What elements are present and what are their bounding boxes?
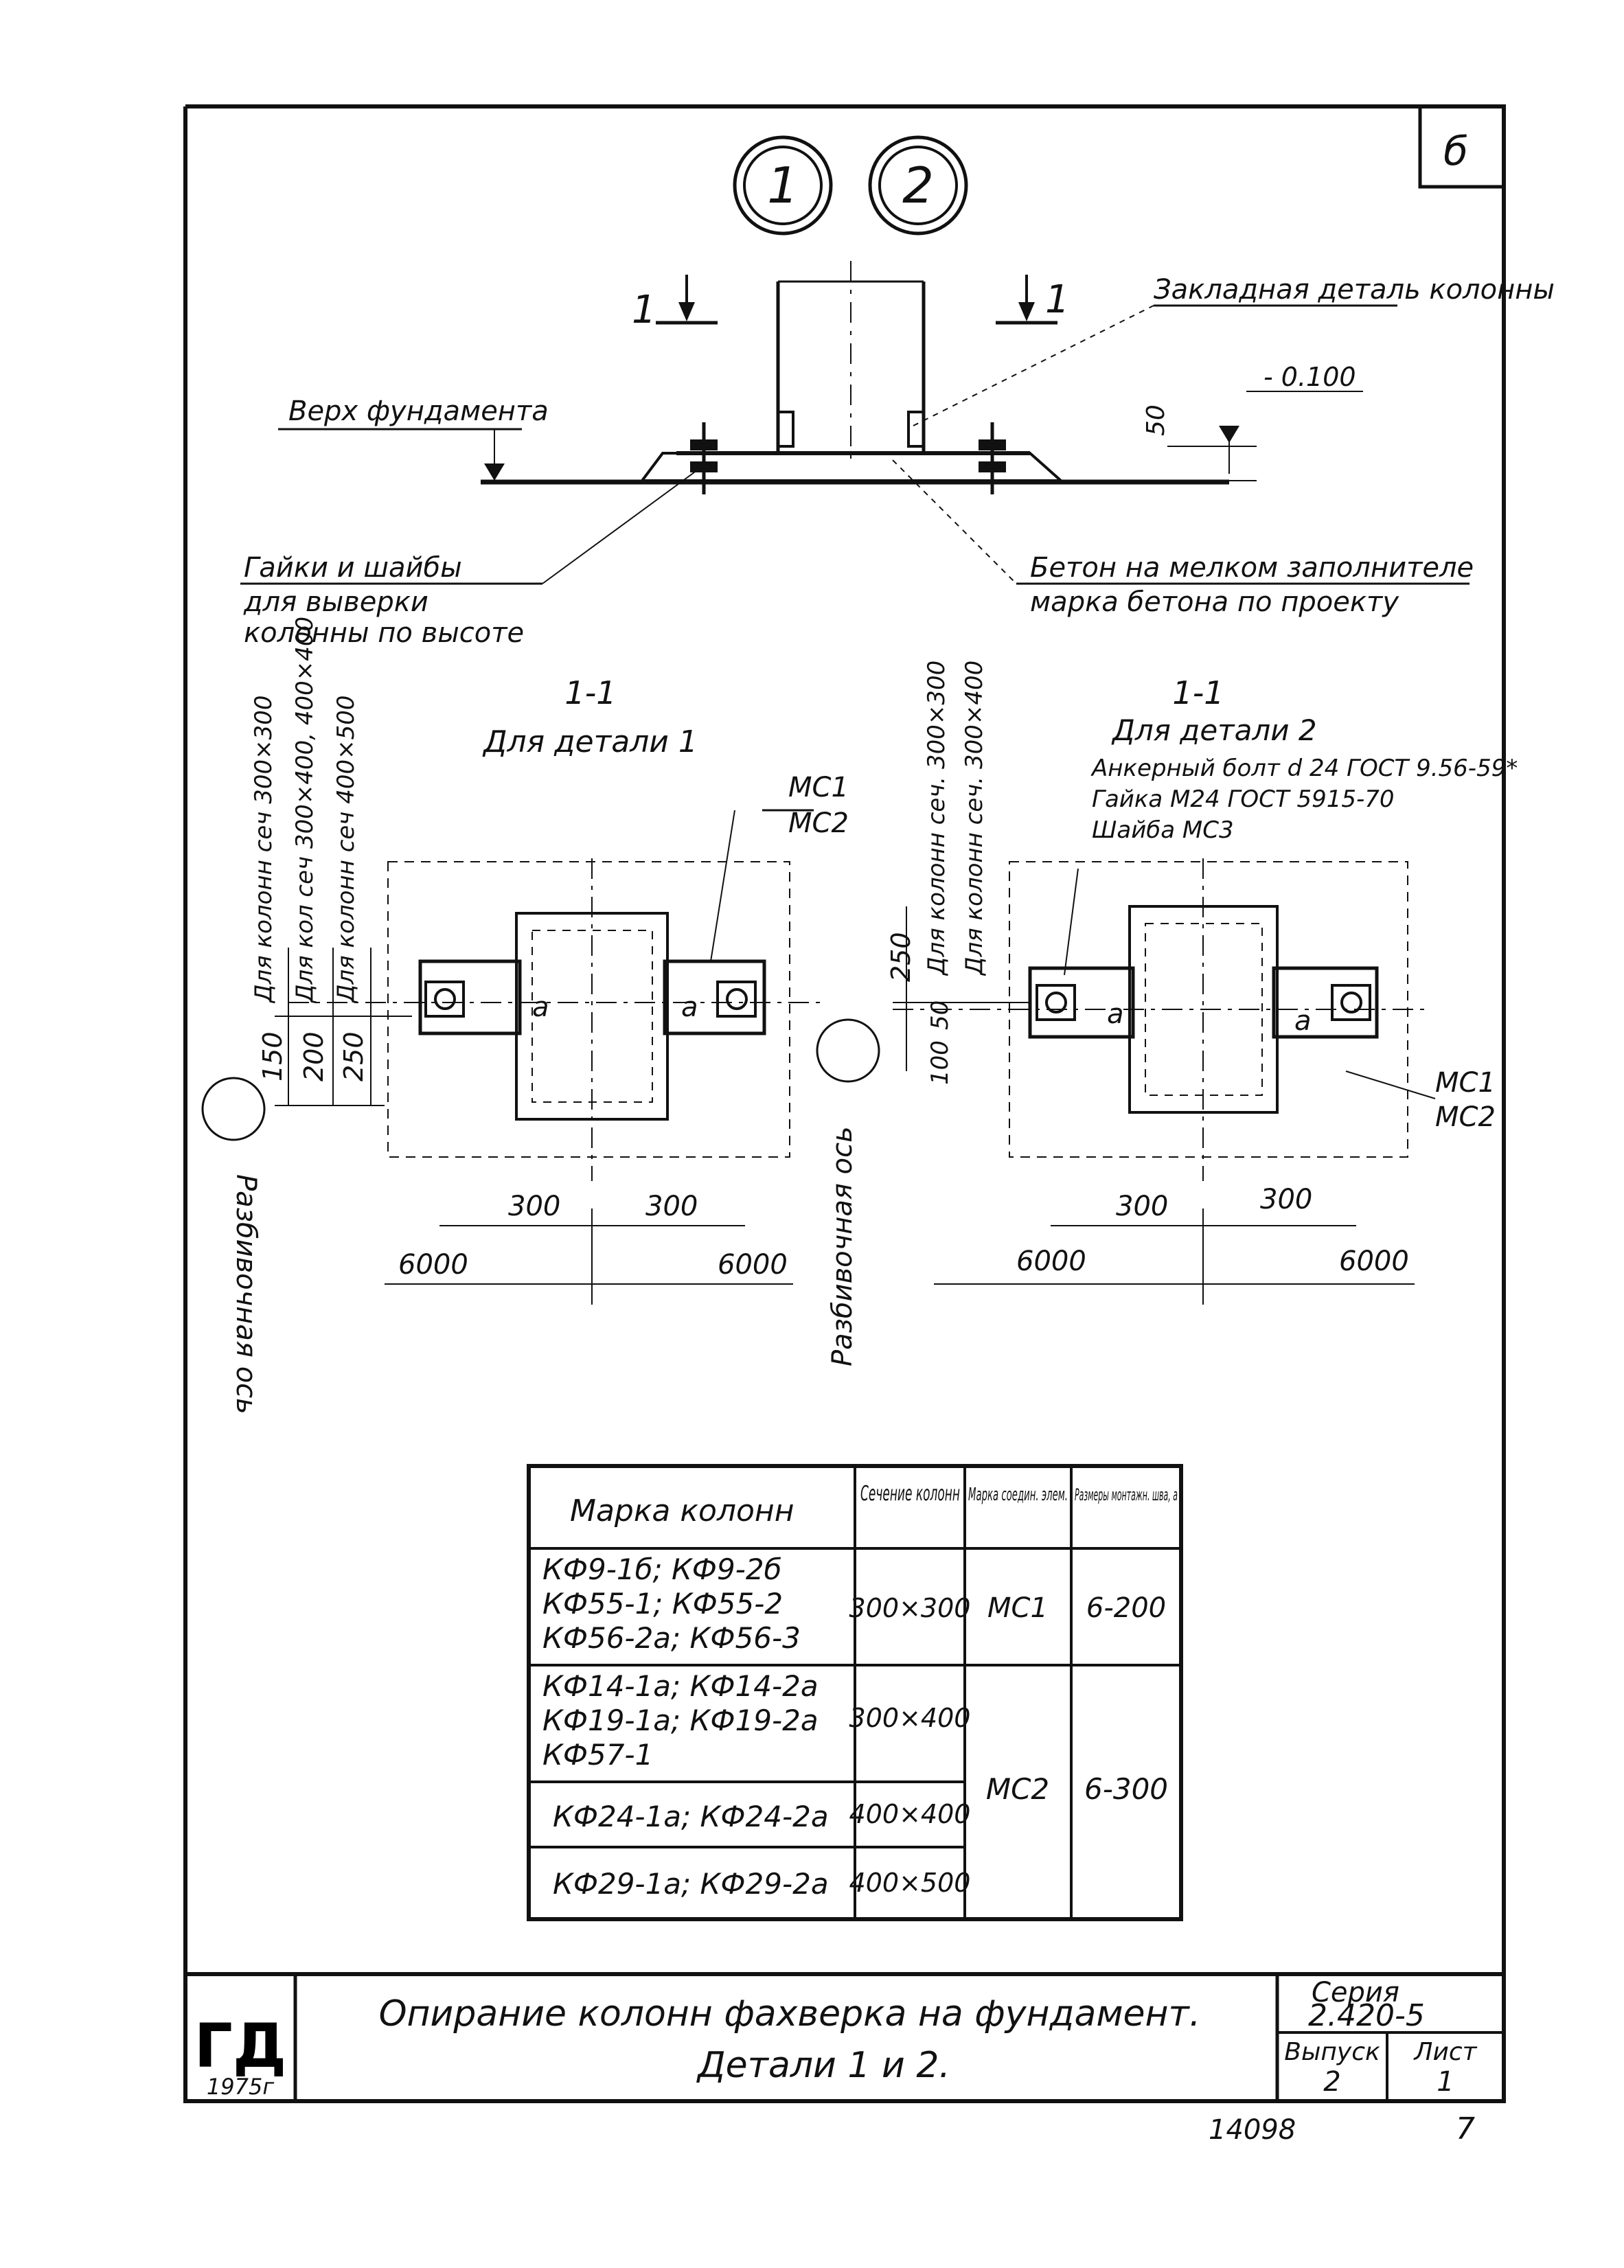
- plan-left-note-2: Для кол сеч 300×400, 400×400: [291, 617, 319, 1004]
- plan-left-subtitle: Для детали 1: [482, 724, 698, 759]
- logo-gd: ГД: [194, 2011, 286, 2081]
- plan-left-title: 1-1: [564, 674, 616, 711]
- foundation-top-label: Верх фундамента: [288, 396, 549, 427]
- plan-left-a-2: а: [681, 992, 698, 1023]
- doc-number: 14098: [1209, 2114, 1296, 2146]
- table-row2-section: 300×400: [849, 1703, 971, 1733]
- table-row1-element: МС1: [987, 1592, 1048, 1624]
- plan-right-note-1: Для колонн сеч. 300×300: [923, 661, 950, 976]
- section-mark-right: 1: [1045, 277, 1070, 322]
- plan-right-dim-100: 100: [926, 1040, 954, 1085]
- plan-right-a-1: а: [1107, 998, 1124, 1030]
- concrete-label-line1: Бетон на мелком заполнителе: [1030, 552, 1474, 584]
- svg-text:2: 2: [902, 157, 934, 214]
- plan-right-dim-250: 250: [886, 932, 916, 982]
- nuts-label-line2: для выверки: [243, 586, 428, 618]
- plan-right-note-2: Для колонн сеч. 300×400: [961, 661, 988, 976]
- table-row4-section: 400×500: [849, 1868, 971, 1898]
- table-row2-mark-1: КФ14-1а; КФ14-2а: [542, 1669, 819, 1703]
- embedded-part-label: Закладная деталь колонны: [1154, 274, 1555, 306]
- table-row1-seam: 6-200: [1086, 1592, 1166, 1624]
- title-block-grid: [185, 1972, 1504, 2101]
- table-row3-section: 400×400: [849, 1799, 971, 1829]
- plan-right-dim-50: 50: [926, 1000, 954, 1030]
- plan-right-dim-6000b: 6000: [1339, 1246, 1409, 1277]
- title-year: 1975г: [207, 2074, 274, 2100]
- plan-left-note-1: Для колонн сеч 300×300: [250, 696, 277, 1004]
- table-row3-mark: КФ24-1а; КФ24-2а: [553, 1800, 829, 1833]
- table-row4-mark: КФ29-1а; КФ29-2а: [553, 1867, 829, 1901]
- plan-right-axis-label: Разбивочная ось: [827, 1126, 858, 1366]
- plan-left-dim-6000a: 6000: [398, 1249, 468, 1281]
- plan-right-hardware-3: Шайба МС3: [1092, 816, 1234, 844]
- plan-right: [816, 858, 1436, 1305]
- detail-marker-2: 2: [868, 135, 968, 236]
- table-header-section: Сечение колонн: [860, 1482, 960, 1506]
- plan-left-note-3: Для колонн сеч 400×500: [332, 696, 360, 1004]
- plan-right-dim-6000a: 6000: [1016, 1246, 1086, 1277]
- plan-left-dim-300b: 300: [645, 1191, 698, 1222]
- plan-right-dim-300a: 300: [1116, 1191, 1168, 1222]
- plan-left-mc2: МС2: [788, 807, 849, 839]
- sheet-corner-mark: б: [1443, 128, 1468, 174]
- elevation-view: [240, 261, 1469, 585]
- table-row2-element: МС2: [986, 1772, 1049, 1806]
- plan-left-dim-300a: 300: [508, 1191, 560, 1222]
- nuts-label-line1: Гайки и шайбы: [244, 552, 462, 584]
- plan-left-a-1: а: [532, 992, 549, 1023]
- plan-left-axis-label: Разбивочная ось: [230, 1174, 262, 1414]
- anchor-bolt-right: [979, 422, 1006, 494]
- plan-right-title: 1-1: [1172, 674, 1224, 711]
- table-header-seam: Размеры монтажн. шва, а: [1075, 1485, 1178, 1504]
- sheet-frame: [183, 104, 1506, 2103]
- table-row1-mark-1: КФ9-1б; КФ9-2б: [542, 1553, 781, 1586]
- plan-left: [201, 809, 824, 1305]
- plan-right-mc2: МС2: [1435, 1101, 1496, 1133]
- level-label: - 0.100: [1263, 362, 1356, 392]
- table-header-element: Марка соедин. элем.: [968, 1485, 1068, 1505]
- plan-right-a-2: а: [1294, 1005, 1312, 1037]
- title-line-2: Детали 1 и 2.: [696, 2045, 950, 2086]
- table-header-mark: Марка колонн: [570, 1493, 794, 1528]
- plan-left-dim-150: 150: [258, 1031, 288, 1081]
- issue-value: 2: [1323, 2066, 1340, 2098]
- plan-right-mc1: МС1: [1435, 1067, 1496, 1099]
- plan-left-dim-250: 250: [339, 1031, 369, 1081]
- plan-right-hardware-2: Гайка М24 ГОСТ 5915-70: [1092, 786, 1395, 813]
- svg-text:1: 1: [767, 157, 799, 214]
- sheet-label: Лист: [1413, 2038, 1477, 2066]
- plan-right-dim-300b: 300: [1260, 1184, 1312, 1215]
- issue-label: Выпуск: [1284, 2038, 1380, 2066]
- plan-right-hardware-1: Анкерный болт d 24 ГОСТ 9.56-59*: [1090, 755, 1518, 782]
- column-table-grid: [527, 1464, 1183, 1921]
- dim-50: 50: [1142, 404, 1170, 436]
- title-line-1: Опирание колонн фахверка на фундамент.: [379, 1993, 1201, 2035]
- page-number: 7: [1456, 2111, 1475, 2146]
- series-value: 2.420-5: [1308, 1998, 1425, 2033]
- table-row2-mark-2: КФ19-1а; КФ19-2а: [542, 1704, 819, 1737]
- table-row2-seam: 6-300: [1084, 1772, 1168, 1806]
- plan-right-subtitle: Для детали 2: [1111, 713, 1317, 747]
- concrete-label-line2: марка бетона по проекту: [1030, 586, 1399, 618]
- plan-left-dim-200: 200: [299, 1031, 329, 1081]
- section-mark-left: 1: [632, 288, 656, 332]
- nuts-label-line3: колонны по высоте: [244, 617, 524, 649]
- detail-marker-1: 1: [733, 135, 833, 236]
- plan-left-mc1: МС1: [788, 772, 849, 803]
- table-row1-section: 300×300: [849, 1593, 971, 1623]
- table-row1-mark-2: КФ55-1; КФ55-2: [542, 1587, 783, 1620]
- plan-left-dim-6000b: 6000: [718, 1249, 788, 1281]
- table-row2-mark-3: КФ57-1: [542, 1738, 653, 1772]
- table-row1-mark-3: КФ56-2а; КФ56-3: [542, 1621, 801, 1655]
- sheet-value: 1: [1437, 2066, 1454, 2098]
- series-label: Серия: [1312, 1977, 1399, 2008]
- anchor-bolt-left: [690, 422, 718, 494]
